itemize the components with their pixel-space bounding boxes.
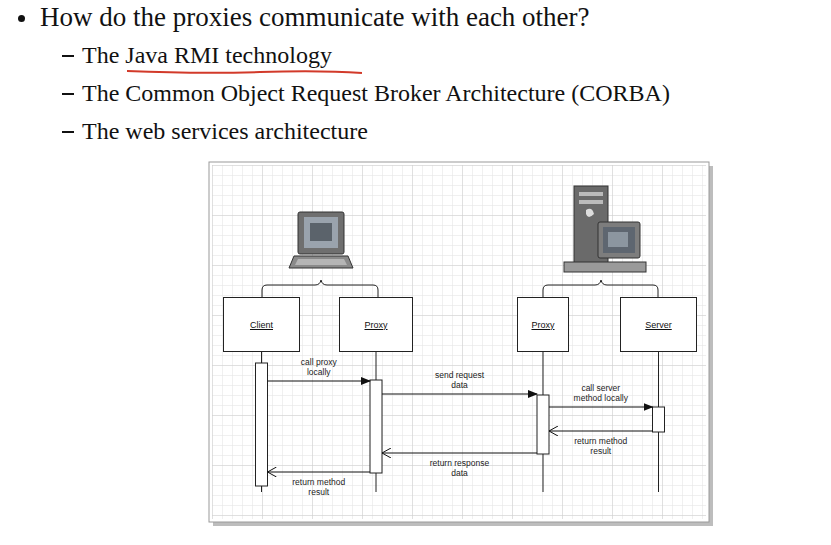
message-arrow	[382, 394, 537, 395]
bracket	[262, 280, 378, 297]
laptop-icon	[289, 212, 353, 268]
sub-bullet: The Common Object Request Broker Archite…	[82, 78, 670, 108]
bullet-dash	[62, 55, 74, 57]
object-name: Proxy	[364, 320, 387, 330]
activation-bar	[370, 380, 382, 473]
message-label: call proxy locally	[289, 357, 349, 377]
object-box: Proxy	[339, 297, 413, 352]
server-icon	[564, 186, 646, 272]
message-label: return response data	[427, 458, 493, 478]
bracket	[543, 280, 658, 297]
bullet-dot	[18, 15, 25, 22]
figure-frame	[209, 162, 709, 522]
message-label: return method result	[288, 477, 350, 497]
message-arrow	[268, 472, 371, 473]
bullet-dash	[62, 131, 74, 133]
activation-bar	[653, 407, 665, 432]
activation-bar	[256, 363, 268, 486]
grid-background	[212, 165, 706, 519]
object-name: Server	[645, 320, 672, 330]
message-label: call server method locally	[569, 383, 633, 403]
frame-shadow	[213, 166, 713, 526]
object-name: Client	[250, 320, 273, 330]
bullet-dash	[62, 93, 74, 95]
message-arrow	[268, 381, 371, 382]
message-arrow	[549, 407, 653, 408]
object-box: Proxy	[517, 297, 569, 352]
highlight-underline	[127, 71, 362, 73]
object-name: Proxy	[531, 320, 554, 330]
message-label: return method result	[570, 436, 632, 456]
sub-bullet: The web services architecture	[82, 116, 368, 146]
message-arrow	[549, 431, 653, 432]
sub-bullet: The Java RMI technology	[82, 40, 332, 70]
object-box: Client	[223, 297, 300, 352]
message-arrow	[382, 453, 537, 454]
object-box: Server	[620, 297, 697, 352]
activation-bar	[537, 395, 549, 454]
message-label: send request data	[429, 370, 491, 390]
bullet-question: How do the proxies communicate with each…	[40, 1, 590, 35]
